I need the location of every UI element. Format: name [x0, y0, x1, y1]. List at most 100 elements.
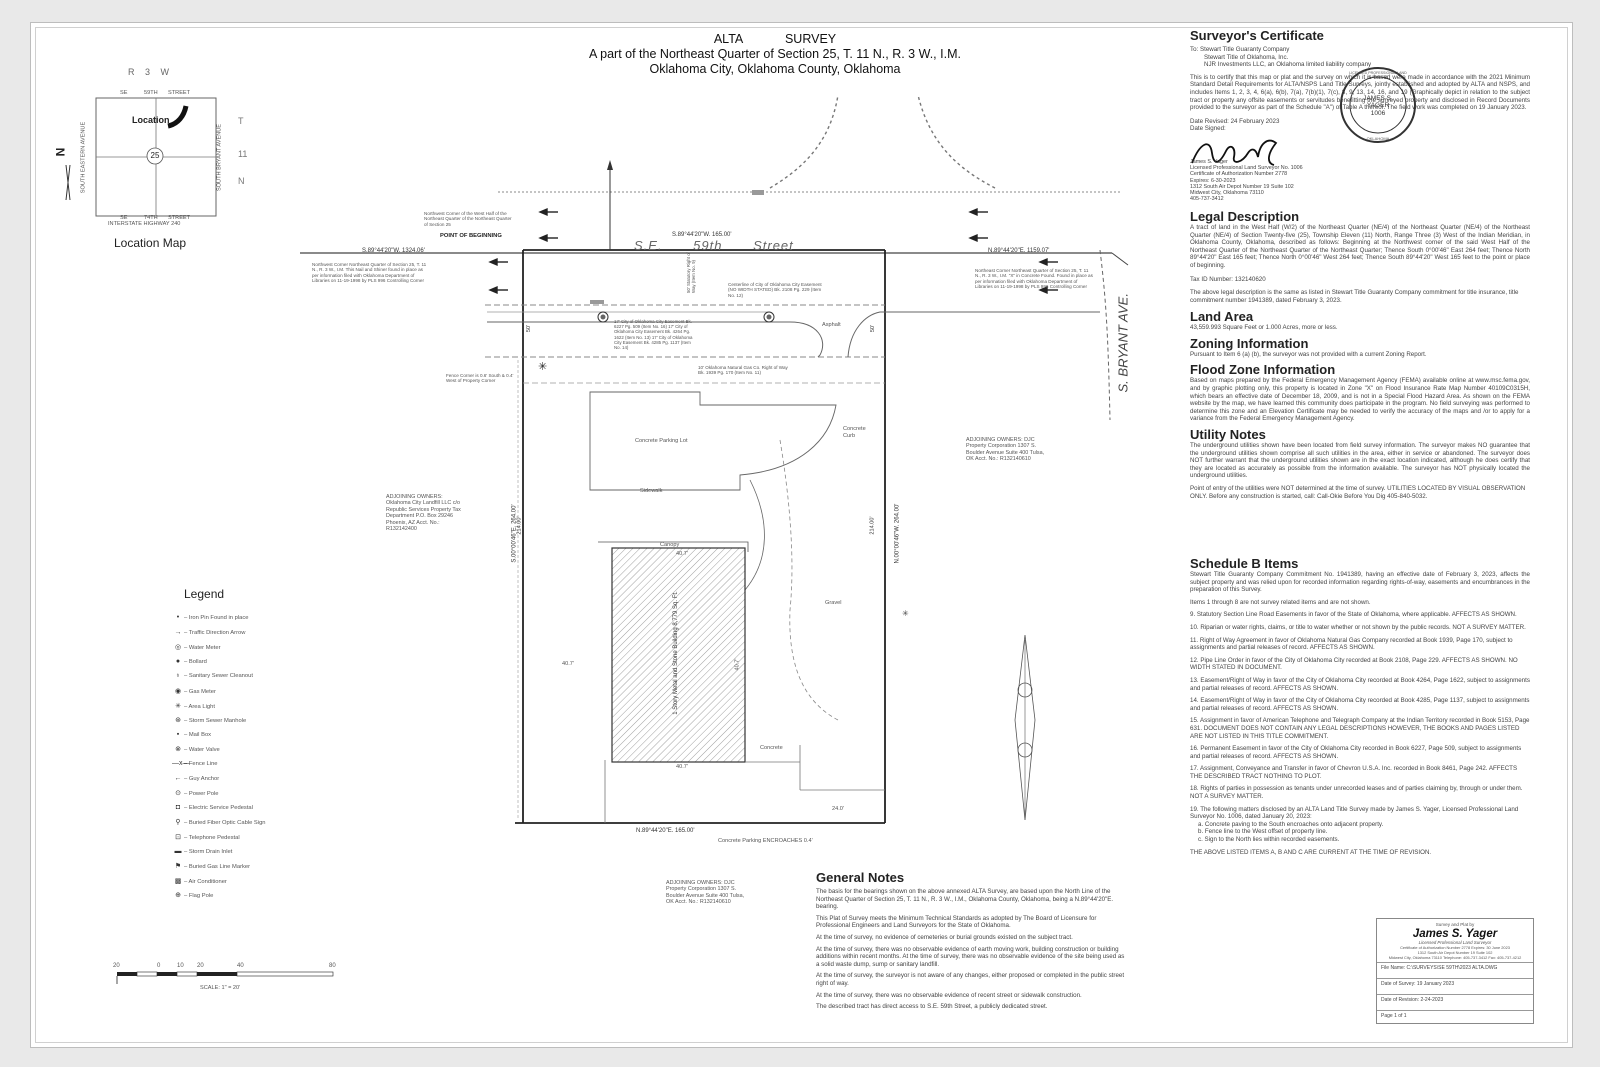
township-n: N	[238, 176, 245, 186]
signer-line: James S. Yager	[1190, 158, 1228, 165]
legend-item: ✳– Area Light	[172, 702, 215, 710]
dim-40-side: 40.7'	[734, 658, 741, 671]
schedule-b-item: 9. Statutory Section Line Road Easements…	[1190, 611, 1517, 619]
legend-item: ♁– Sanitary Sewer Cleanout	[172, 672, 253, 679]
legend-symbol-icon: ⊡	[175, 834, 181, 841]
scale-tick-label: 20	[113, 963, 120, 969]
legend-label: – Water Meter	[184, 645, 221, 652]
land-area-body: 43,559.993 Square Feet or 1.000 Acres, m…	[1190, 324, 1338, 332]
bottom-street-left: SE	[120, 215, 128, 221]
bearing-east: N.00°00'46"W. 264.00'	[894, 503, 901, 564]
legend-symbol-icon: ←	[174, 774, 182, 782]
legend-symbol-icon: ◉	[174, 688, 182, 695]
legend: Legend •– Iron Pin Found in place→– Traf…	[172, 587, 312, 907]
gravel-label: Gravel	[825, 600, 842, 606]
schedule-b-item: 17. Assignment, Conveyance and Transfer …	[1190, 765, 1518, 780]
schedule-b-intro: Stewart Title Guaranty Company Commitmen…	[1190, 571, 1530, 594]
scale-tick-label: 20	[197, 963, 204, 969]
scale-bar	[116, 971, 334, 984]
schedule-b-item: 14. Easement/Right of Way in favor of th…	[1190, 697, 1530, 712]
land-area-title: Land Area	[1190, 309, 1254, 325]
legend-symbol-icon: ◎	[174, 644, 182, 652]
legend-item: →– Traffic Direction Arrow	[172, 629, 246, 636]
dim-50-left: 50'	[526, 324, 533, 333]
legend-item: ⚑– Buried Gas Line Marker	[172, 862, 250, 870]
surveyor-seal	[1340, 66, 1416, 143]
schedule-b-item: 13. Easement/Right of Way in favor of th…	[1190, 676, 1530, 692]
bottom-street-right: STREET	[168, 215, 191, 221]
legend-item: ●– Bollard	[172, 658, 207, 665]
tie-left: S.89°44'20"W. 1324.06'	[362, 248, 425, 254]
header-alta: ALTA	[713, 32, 744, 46]
tb-date-revision: Date of Revision: 2-24-2023	[1377, 994, 1533, 1010]
dim-24: 24.0'	[832, 806, 844, 812]
legend-label: – Fence Line	[184, 761, 218, 767]
legal-note: The above legal description is the same …	[1190, 289, 1519, 304]
legend-symbol-icon: ♁	[175, 672, 181, 680]
concrete-parking-label: Concrete Parking ENCROACHES 0.4'	[718, 838, 813, 844]
svg-text:✳: ✳	[902, 609, 909, 618]
schedule-b-title: Schedule B Items	[1190, 556, 1299, 571]
avenue-name: S. BRYANT AVE.	[1115, 293, 1131, 393]
signature-image	[1191, 139, 1278, 166]
range-label: R 3 W	[128, 67, 174, 77]
tb-info-2: 1312 South Air Depot Number 19 Suite 102	[1417, 950, 1493, 955]
legend-symbol-icon: •	[176, 614, 180, 621]
svg-text:✳: ✳	[538, 361, 547, 373]
top-street-right: STREET	[168, 90, 191, 96]
general-notes: General Notes The basis for the bearings…	[816, 870, 1126, 1015]
scale-tick-label: 0	[157, 963, 161, 969]
adjoining-south: ADJOINING OWNERS: DJC Property Corporati…	[666, 880, 745, 906]
signer-line: Certificate of Authorization Number 2778	[1190, 171, 1288, 178]
parking-lot-label: Concrete Parking Lot	[635, 438, 688, 444]
legend-label: – Traffic Direction Arrow	[184, 629, 246, 636]
dim-40-top: 40.7'	[676, 551, 688, 557]
general-note-paragraph: At the time of survey, no evidence of ce…	[816, 933, 1073, 941]
certificate-to-line: NJR Investments LLC, an Oklahoma limited…	[1204, 61, 1372, 69]
sheet-border	[35, 27, 1568, 1043]
survey-sheet	[30, 22, 1573, 1048]
easement-note-2: Centerline of City of Oklahoma City Ease…	[728, 282, 822, 298]
seal-name-1: JAMES S.	[1363, 94, 1393, 102]
header-line-2: A part of the Northeast Quarter of Secti…	[589, 47, 961, 61]
general-note-paragraph: The basis for the bearings shown on the …	[816, 888, 1114, 911]
legend-item: ▪– Mail Box	[172, 731, 211, 738]
adjoining-east: ADJOINING OWNERS: DJC Property Corporati…	[966, 437, 1045, 463]
legend-symbol-icon: ⊛	[175, 717, 181, 725]
schedule-b-items: Items 1 through 8 are not survey related…	[1190, 599, 1530, 856]
scale-tick-label: 40	[237, 963, 244, 969]
west-inner-dim: 214.00'	[516, 516, 523, 535]
row-note: 50' Statutory Right of Way (Item No. 9)	[686, 252, 696, 293]
tb-page: Page 1 of 1	[1377, 1010, 1533, 1026]
legend-symbol-icon: ✳	[175, 702, 181, 710]
legend-label: – Iron Pin Found in place	[184, 615, 249, 621]
schedule-b-item: 18. Rights of parties in possession as t…	[1190, 785, 1523, 801]
date-signed: Date Signed:	[1190, 125, 1226, 133]
township-t: T	[238, 116, 244, 126]
legend-label: – Gas Meter	[184, 689, 216, 695]
scale-tick-label: 10	[177, 963, 184, 969]
utility-body: The underground utilities shown have bee…	[1190, 442, 1530, 480]
bottom-street-mid: 74TH	[144, 215, 158, 221]
legend-item: ←– Guy Anchor	[172, 774, 220, 782]
legend-label: – Storm Drain Inlet	[184, 848, 233, 855]
legend-label: – Air Conditioner	[184, 878, 227, 885]
legend-label: – Storm Sewer Manhole	[184, 718, 247, 725]
location-label: Location	[132, 115, 170, 125]
legend-label: – Water Valve	[184, 747, 220, 754]
signer-line: Midwest City, Oklahoma 73110	[1190, 189, 1264, 196]
east-inner-dim: 214.00'	[869, 516, 876, 535]
top-street-left: SE	[120, 90, 128, 96]
right-corner-note: Northeast Corner Northeast Quarter of Se…	[975, 268, 1093, 290]
easement-note-3: 10' Oklahoma Natural Gas Co. Right of Wa…	[698, 365, 788, 376]
schedule-b-item: 10. Riparian or water rights, claims, or…	[1190, 623, 1526, 631]
canopy-label: Canopy	[660, 542, 680, 548]
sidewalk-label: Sidewalk	[640, 488, 663, 494]
legend-item: ◉– Gas Meter	[172, 687, 216, 695]
general-note-paragraph: At the time of survey, the surveyor is n…	[816, 972, 1125, 987]
flood-body: Based on maps prepared by the Federal Em…	[1190, 377, 1530, 423]
building-label: 1 Story Metal and Stone Building 8,779 S…	[673, 591, 679, 715]
zoning-title: Zoning Information	[1190, 335, 1309, 351]
